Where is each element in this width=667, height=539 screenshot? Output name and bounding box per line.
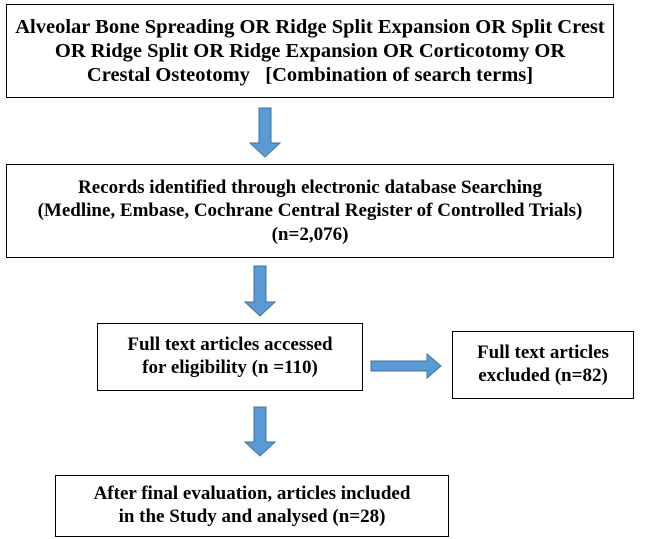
down-arrow-1 — [248, 107, 282, 158]
full-text-excluded-line-1: Full text articles — [477, 342, 609, 364]
records-identified-line-3: (n=2,076) — [271, 223, 349, 245]
down-arrow-2 — [243, 265, 277, 317]
search-terms-line-2: OR Ridge Split OR Ridge Expansion OR Cor… — [54, 39, 566, 62]
full-text-assessed-line-1: Full text articles accessed — [127, 334, 333, 356]
full-text-excluded-line-2: excluded (n=82) — [478, 365, 608, 386]
down-arrow-3 — [243, 406, 277, 457]
records-identified-box: Records identified through electronic da… — [6, 164, 614, 258]
included-studies-line-2: in the Study and analysed (n=28) — [118, 506, 386, 527]
full-text-excluded-box: Full text articles excluded (n=82) — [452, 331, 634, 399]
full-text-assessed-line-2: for eligibility (n =110) — [142, 357, 318, 378]
included-studies-box: After final evaluation, articles include… — [55, 475, 449, 537]
search-terms-line-1: Alveolar Bone Spreading OR Ridge Split E… — [15, 15, 605, 38]
included-studies-line-1: After final evaluation, articles include… — [93, 483, 411, 505]
full-text-assessed-box: Full text articles accessed for eligibil… — [97, 323, 363, 391]
records-identified-line-2: (Medline, Embase, Cochrane Central Regis… — [37, 200, 583, 222]
records-identified-line-1: Records identified through electronic da… — [78, 177, 542, 199]
right-arrow — [370, 352, 442, 380]
search-terms-box: Alveolar Bone Spreading OR Ridge Split E… — [6, 4, 614, 98]
search-terms-line-3: Crestal Osteotomy [Combination of search… — [86, 64, 534, 87]
